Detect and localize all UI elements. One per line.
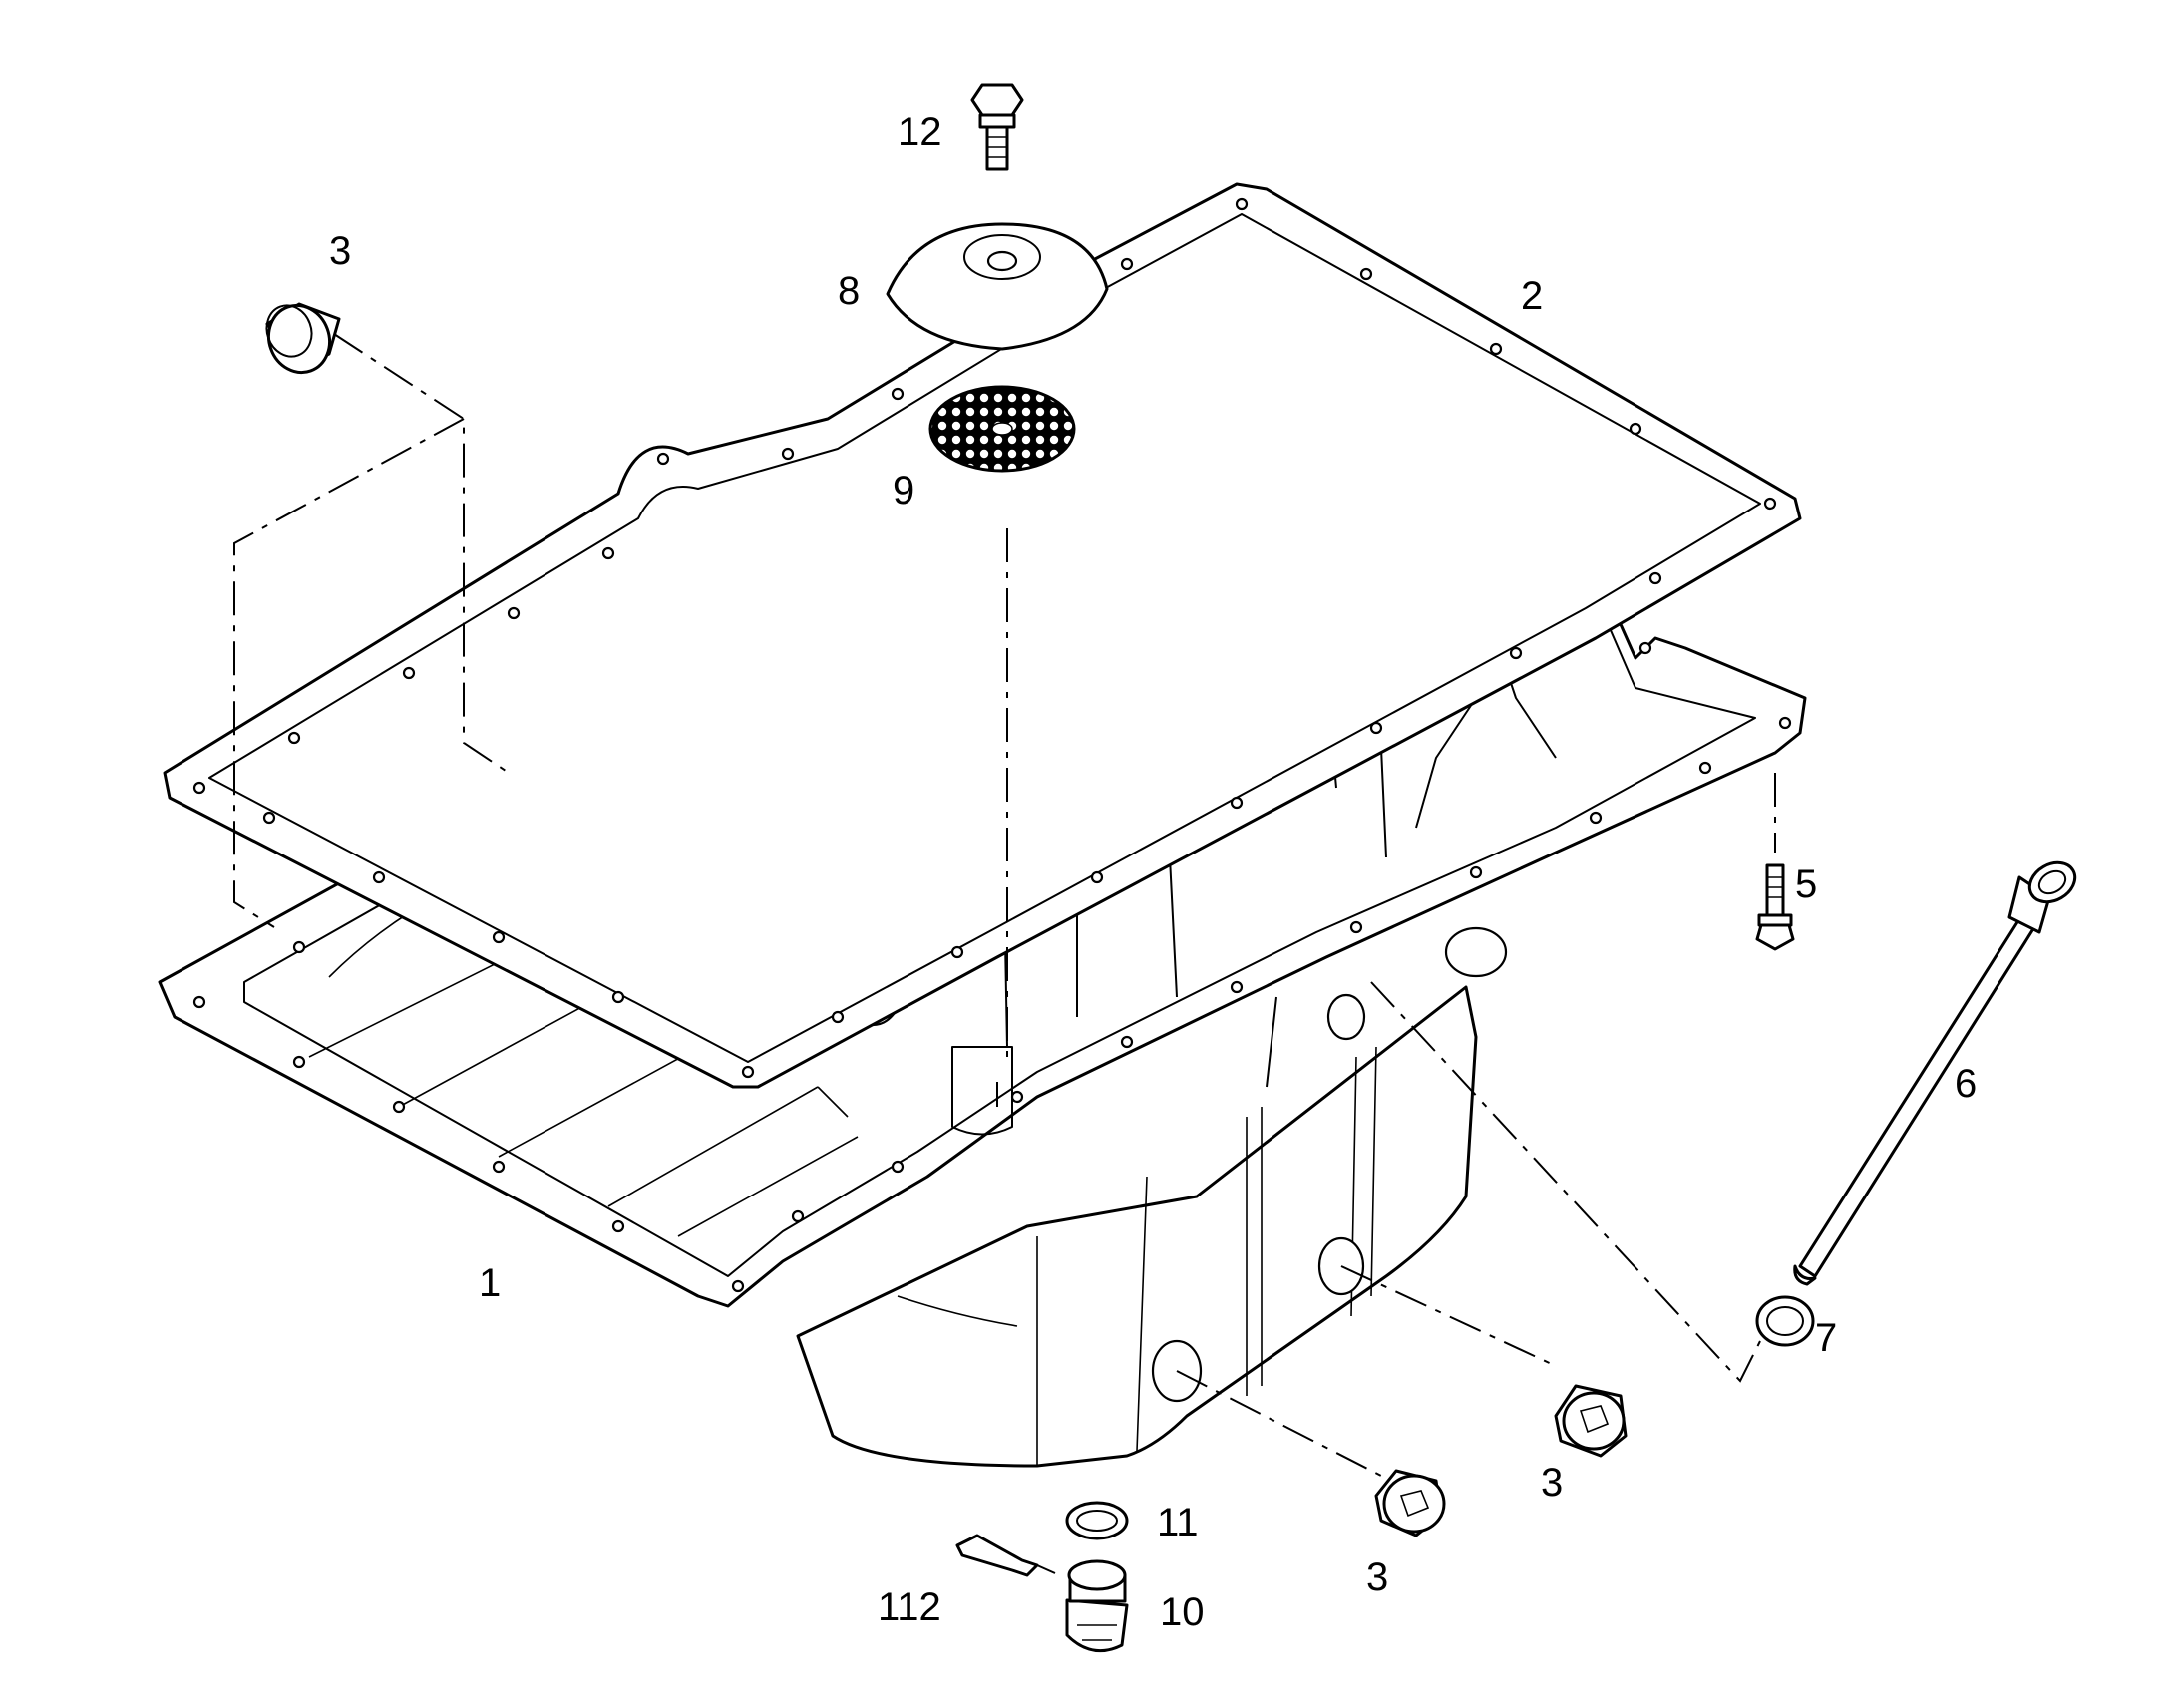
drain-plug-washer xyxy=(1065,1501,1129,1540)
dipstick-tube xyxy=(1793,860,2077,1286)
callout-112: 112 xyxy=(878,1585,941,1629)
sealant-tube xyxy=(955,1534,1056,1577)
plug-top-left xyxy=(265,302,341,375)
callout-12: 12 xyxy=(898,110,942,154)
oil-pan-plug-port-c xyxy=(1326,993,1366,1041)
callout-1: 1 xyxy=(479,1261,501,1305)
gasket-bolt-holes xyxy=(192,197,1777,1079)
seal-ring xyxy=(1755,1295,1815,1347)
strainer-screen xyxy=(928,385,1076,473)
gasket-outer xyxy=(163,182,1802,1089)
baffle-cap xyxy=(886,222,1109,351)
callout-2: 2 xyxy=(1521,274,1543,318)
callout-10: 10 xyxy=(1160,1590,1205,1634)
callout-6: 6 xyxy=(1955,1062,1977,1106)
callout-3a: 3 xyxy=(329,229,351,273)
bolt-5 xyxy=(1755,863,1795,951)
callout-8: 8 xyxy=(838,269,860,313)
plug-bottom xyxy=(1374,1469,1446,1537)
drain-plug xyxy=(1065,1559,1129,1653)
bolt-12 xyxy=(970,83,1024,171)
oil-pan-pickup-pipe xyxy=(951,1046,1013,1136)
oil-pan-sump-ribs xyxy=(897,1046,1377,1466)
callout-labels: 1 2 3 3 3 5 6 7 8 9 10 11 12 112 xyxy=(329,110,1977,1634)
oil-pan-sump-body xyxy=(796,985,1478,1468)
plug-right xyxy=(1554,1384,1628,1458)
callout-5: 5 xyxy=(1795,862,1817,906)
leader-lines xyxy=(233,333,1776,1477)
callout-3b: 3 xyxy=(1541,1461,1563,1505)
oil-pan-dipstick-boss xyxy=(1444,926,1508,978)
callout-11: 11 xyxy=(1157,1501,1199,1544)
gasket-inner xyxy=(208,213,1761,1063)
callout-3c: 3 xyxy=(1366,1555,1388,1599)
callout-9: 9 xyxy=(893,469,914,512)
callout-7: 7 xyxy=(1815,1316,1837,1360)
gasket xyxy=(163,182,1802,1089)
